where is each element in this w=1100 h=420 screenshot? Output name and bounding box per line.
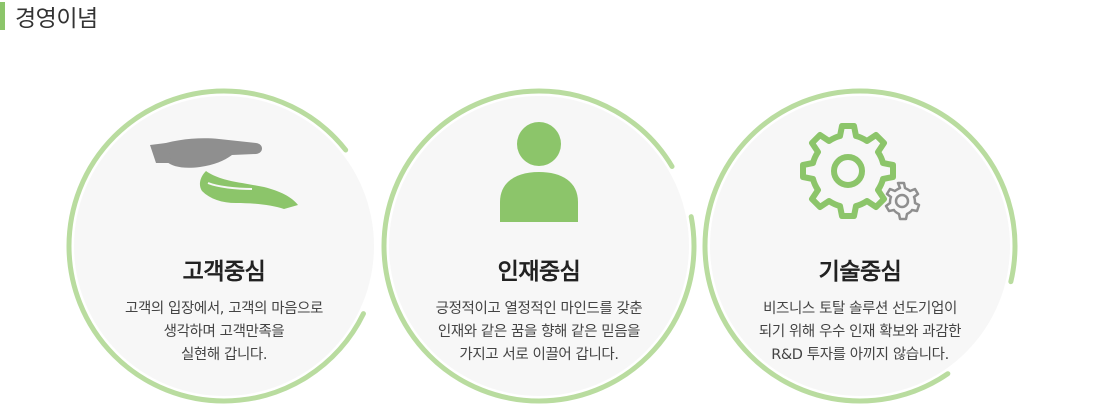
section-title: 경영이념	[0, 0, 98, 32]
card-description: 긍정적이고 열정적인 마인드를 갖춘 인재와 같은 꿈을 향해 같은 믿음을 가…	[435, 301, 643, 363]
section-title-text: 경영이념	[15, 6, 98, 32]
card-description: 고객의 입장에서, 고객의 마음으로 생각하며 고객만족을 실현해 갑니다.	[125, 301, 323, 363]
value-card-talent: 인재중심 긍정적이고 열정적인 마인드를 갖춘 인재와 같은 꿈을 향해 같은 …	[371, 78, 707, 414]
card-description: 비즈니스 토탈 솔루션 선도기업이 되기 위해 우수 인재 확보와 과감한 R&…	[758, 301, 962, 363]
person-icon	[371, 118, 707, 228]
ring-decoration	[381, 88, 697, 404]
title-accent-bar	[0, 2, 5, 30]
ring-decoration	[702, 88, 1018, 404]
gears-icon	[692, 118, 1028, 228]
ring-decoration	[66, 88, 382, 404]
value-card-customer: 고객중심 고객의 입장에서, 고객의 마음으로 생각하며 고객만족을 실현해 갑…	[56, 78, 392, 414]
card-title: 고객중심	[182, 259, 266, 285]
circle-background	[710, 96, 1010, 396]
card-title: 기술중심	[818, 259, 902, 285]
hands-icon	[56, 118, 392, 228]
value-card-technology: 기술중심 비즈니스 토탈 솔루션 선도기업이 되기 위해 우수 인재 확보와 과…	[692, 78, 1028, 414]
card-title: 인재중심	[497, 259, 581, 285]
